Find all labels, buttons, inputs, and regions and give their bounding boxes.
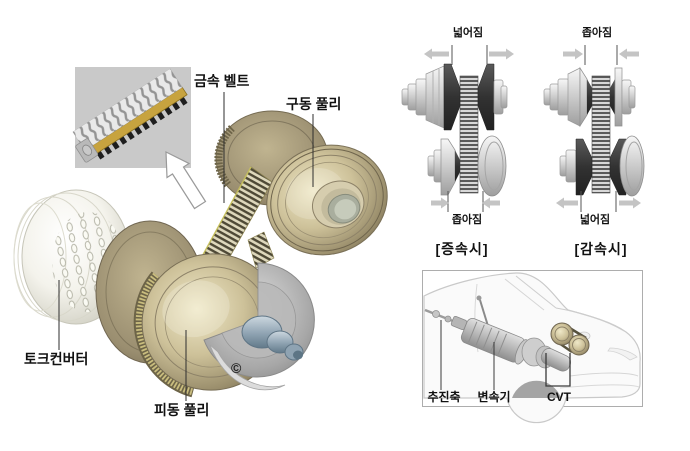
driven-belt-wrap: [133, 271, 195, 398]
car-panel-graphic: [422, 270, 643, 424]
metal-belt-closeup: [72, 68, 188, 163]
propeller-shaft-label: 추진축: [427, 390, 461, 404]
accel-lower-pulley: [427, 135, 507, 197]
driven-pulley-label: 피동 풀리: [154, 402, 210, 418]
belt-return-segment: [247, 231, 275, 269]
cvt-label: CVT: [547, 390, 571, 404]
main-cvt-illustration: [13, 67, 388, 401]
accel-bottom-label: 좁아짐: [451, 214, 483, 226]
belt-column: [591, 75, 611, 194]
decel-guide-lines: [580, 45, 618, 212]
drivetrain-graphic: [424, 295, 590, 390]
decel-state-diagram: [543, 45, 645, 212]
accel-guide-lines: [447, 45, 488, 212]
belt-column: [459, 75, 479, 194]
decel-lower-pulley: [559, 135, 645, 197]
zoom-callout-arrow: [165, 151, 207, 210]
decel-top-label: 좁아짐: [581, 27, 613, 39]
accel-state-diagram: [401, 45, 514, 212]
decel-narrow-arrows: [563, 48, 639, 60]
leader-lines: [58, 92, 314, 401]
accel-upper-pulley: [401, 63, 508, 131]
copyright-mark: ©: [231, 360, 242, 376]
belt-inset-box: [72, 67, 191, 168]
decel-caption: [감속시]: [574, 241, 628, 257]
metal-belt-label: 금속 벨트: [194, 73, 250, 89]
accel-caption: [증속시]: [435, 241, 489, 257]
cvt-bracket: [545, 353, 571, 387]
torque-converter-label: 토크컨버터: [24, 351, 89, 367]
cutaway-shaft-graphic: [203, 262, 315, 391]
decel-bottom-label: 넓어짐: [579, 214, 611, 226]
accel-top-label: 넓어짐: [452, 27, 484, 39]
transmission-label: 변속기: [477, 390, 511, 404]
decel-widen-arrows: [556, 197, 641, 209]
drive-pulley-graphic: [266, 144, 388, 256]
decel-upper-pulley: [543, 66, 636, 128]
accel-widen-arrows: [424, 48, 514, 60]
accel-narrow-arrows: [431, 197, 500, 209]
drive-pulley-label: 구동 풀리: [286, 96, 342, 112]
